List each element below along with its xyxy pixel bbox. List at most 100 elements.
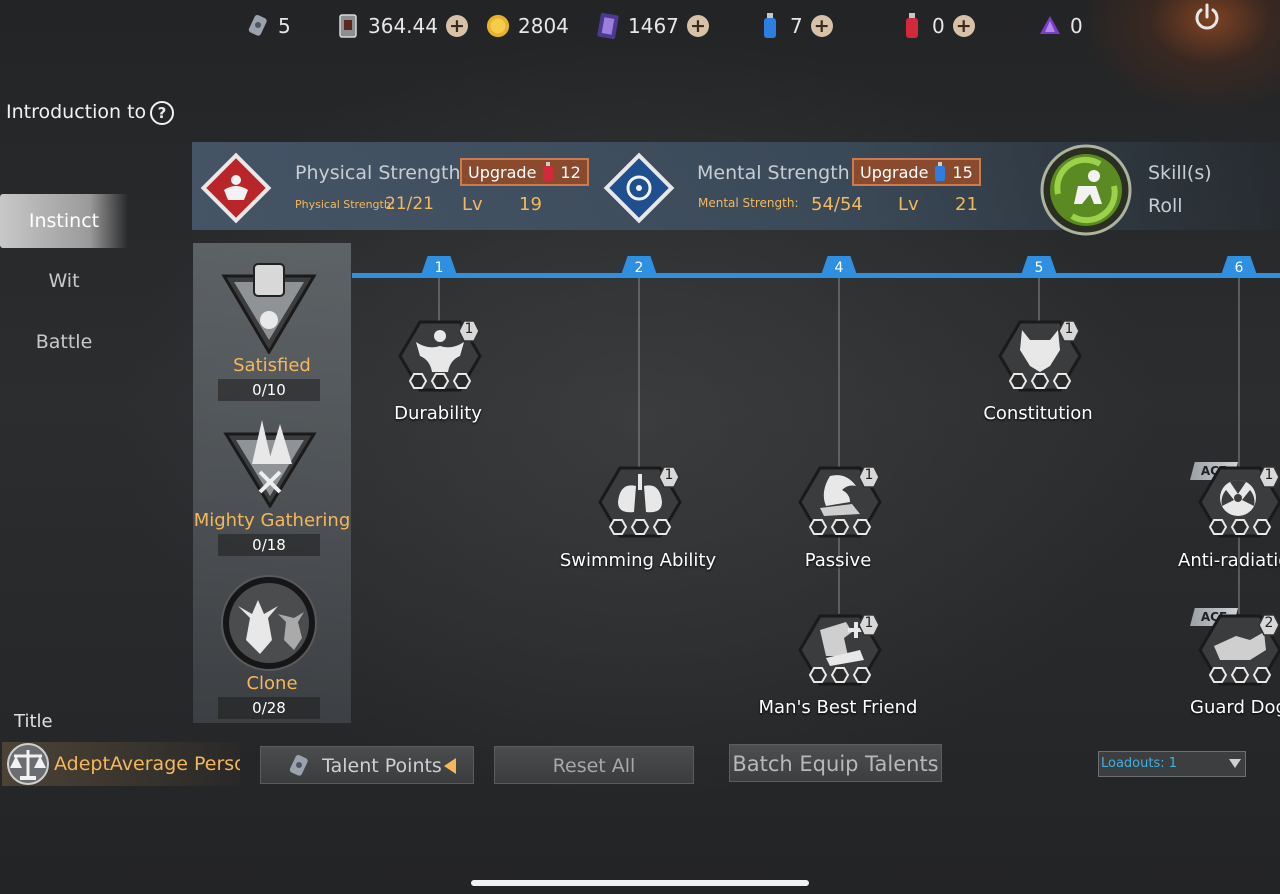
currency-talent-token: 5 (246, 10, 291, 42)
upgrade-label: Upgrade (860, 162, 929, 182)
title-label: Title (14, 711, 53, 732)
physical-strength-title: Physical Strength (295, 162, 461, 184)
talent-swimming-ability[interactable]: 1 (590, 462, 690, 562)
tier-marker: 5 (1020, 256, 1058, 278)
crystal-card-icon (596, 12, 620, 40)
mental-strength-title: Mental Strength (697, 162, 850, 184)
talent-anti-radiation[interactable]: 1 (1190, 462, 1280, 562)
add-red-potion-button[interactable]: + (952, 15, 975, 37)
muscle-icon (398, 320, 482, 392)
home-indicator[interactable] (471, 880, 809, 886)
talent-guard-dog[interactable]: 2 (1190, 610, 1280, 710)
skill-name: Roll (1148, 195, 1183, 217)
talent-token-icon (289, 754, 308, 776)
currency-value: 5 (278, 14, 291, 38)
physical-strength-icon (200, 152, 272, 224)
satisfied-category-icon[interactable] (220, 262, 318, 355)
level-badge-icon (1258, 466, 1280, 488)
power-icon[interactable] (1192, 2, 1222, 32)
scales-icon (7, 743, 49, 785)
lungs-icon (598, 466, 682, 538)
loadouts-dropdown[interactable]: Loadouts: 1 (1098, 751, 1246, 777)
currency-red-potion: 0 + (900, 10, 975, 42)
currency-value: 7 (790, 14, 803, 38)
currency-value: 1467 (628, 14, 679, 38)
talent-points-button[interactable]: Talent Points (260, 746, 474, 784)
currency-purple-gem: 0 (1038, 10, 1083, 42)
red-potion-icon (900, 13, 924, 39)
mental-upgrade-button[interactable]: Upgrade 15 (852, 158, 981, 186)
talent-name: Swimming Ability (559, 550, 717, 571)
wing-hand-icon (798, 466, 882, 538)
category-name: Mighty Gathering (193, 510, 351, 531)
connector-line (438, 278, 440, 322)
clone-category-icon[interactable] (220, 574, 318, 672)
physical-upgrade-button[interactable]: Upgrade 12 (460, 158, 589, 186)
connector-line (838, 278, 840, 614)
tier-marker: 6 (1220, 256, 1258, 278)
level-badge-icon (858, 466, 880, 488)
level-badge-icon (1258, 614, 1280, 636)
mighty-gathering-category-icon[interactable] (222, 416, 318, 509)
upgrade-cost: 15 (952, 162, 973, 182)
tier-marker: 4 (820, 256, 858, 278)
category-count: 0/28 (218, 697, 320, 719)
talent-passive[interactable]: 1 (790, 462, 890, 562)
guard-dog-icon (1198, 614, 1280, 686)
physical-strength-value: 21/21 (385, 194, 434, 214)
side-tab-wit[interactable]: Wit (48, 270, 80, 292)
red-potion-icon (543, 162, 554, 181)
skill-label: Skill(s) (1148, 162, 1212, 184)
chevron-down-icon (1229, 759, 1241, 768)
add-crystal-button[interactable]: + (686, 15, 709, 37)
talent-token-icon (246, 13, 270, 39)
card-icon (336, 13, 360, 39)
category-name: Clone (246, 673, 298, 694)
mental-strength-sub-label: Mental Strength: (698, 196, 799, 210)
level-badge-icon (1058, 320, 1080, 342)
gold-coin-icon (486, 13, 510, 39)
talent-points-label: Talent Points (322, 755, 442, 777)
talent-level: 1 (864, 615, 874, 631)
help-icon[interactable]: ? (150, 101, 174, 125)
talent-name: Man's Best Friend (758, 697, 918, 718)
talent-name: Durability (394, 403, 482, 424)
upgrade-cost: 12 (560, 162, 581, 182)
talent-level: 1 (464, 321, 474, 337)
category-count: 0/10 (218, 379, 320, 401)
introduction-label: Introduction to (6, 101, 147, 123)
level-badge-icon (858, 614, 880, 636)
roll-skill-icon[interactable] (1038, 142, 1134, 238)
mental-strength-value: 54/54 (811, 194, 863, 215)
talent-mans-best-friend[interactable]: 1 (790, 610, 890, 710)
reset-all-button[interactable]: Reset All (494, 746, 694, 784)
talent-level: 1 (864, 467, 874, 483)
title-selector[interactable]: AdeptAverage Persor (2, 742, 240, 786)
loadouts-value: Loadouts: 1 (1101, 756, 1178, 771)
currency-value: 0 (932, 14, 945, 38)
physical-lv-label: Lv (462, 194, 483, 215)
upgrade-label: Upgrade (468, 162, 537, 182)
side-tab-instinct[interactable]: Instinct (0, 194, 128, 248)
add-blue-potion-button[interactable]: + (810, 15, 833, 37)
blue-potion-icon (935, 162, 946, 181)
talent-durability[interactable]: 1 (390, 316, 490, 416)
talent-constitution[interactable]: 1 (990, 316, 1090, 416)
connector-line (638, 278, 640, 468)
arrow-left-icon (444, 758, 456, 774)
add-card-button[interactable]: + (445, 15, 468, 37)
talent-level: 2 (1264, 615, 1274, 631)
tier-marker: 2 (620, 256, 658, 278)
talent-name: Anti-radiatio (1178, 550, 1280, 571)
currency-crystal-card: 1467 + (596, 10, 709, 42)
talent-name: Constitution (983, 403, 1093, 424)
talent-level: 1 (1064, 321, 1074, 337)
mental-strength-icon (603, 152, 675, 224)
wolf-head-icon (998, 320, 1082, 392)
connector-line (1038, 278, 1040, 322)
tier-marker: 1 (420, 256, 458, 278)
side-tab-battle[interactable]: Battle (35, 331, 93, 353)
talent-level: 1 (664, 467, 674, 483)
batch-equip-talents-button[interactable]: Batch Equip Talents (729, 744, 942, 782)
currency-gold: 2804 (486, 10, 569, 42)
